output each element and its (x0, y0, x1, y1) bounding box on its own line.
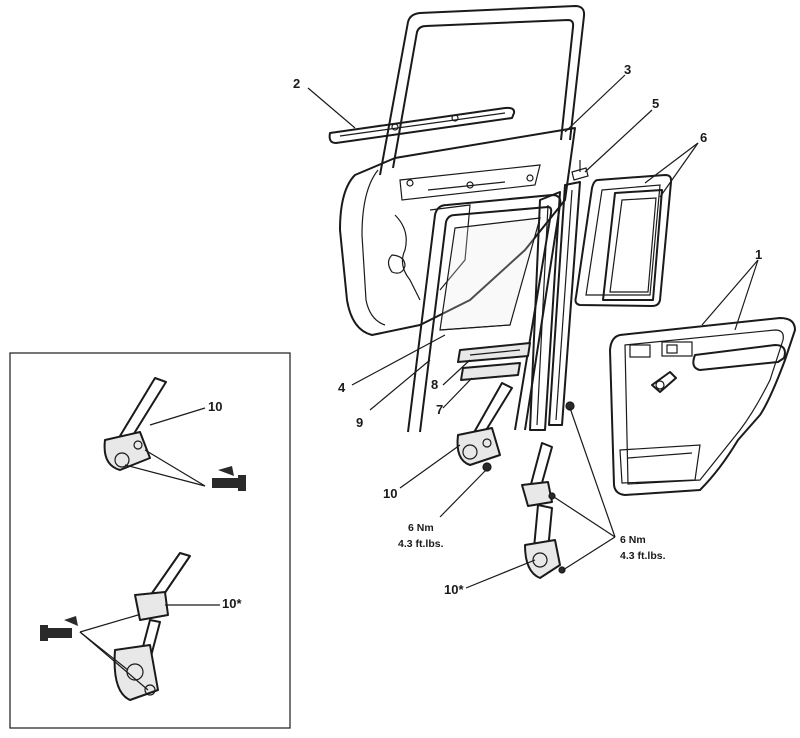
rear-glass-channel (529, 191, 561, 431)
callout-10-main: 10 (383, 486, 397, 501)
division-bar (548, 160, 589, 426)
socket-wrench-icon (40, 616, 78, 641)
callout-6: 6 (700, 130, 707, 145)
callout-2: 2 (293, 76, 300, 91)
torque-right-metric: 6 Nm (620, 534, 646, 546)
window-glass-run (407, 194, 562, 433)
manual-window-regulator (456, 382, 513, 472)
callout-5: 5 (652, 96, 659, 111)
callout-10-star-main: 10* (444, 582, 464, 597)
quarter-window-glass (574, 174, 673, 307)
callout-labels: 2 3 5 6 1 4 9 8 7 10 10* 10 10* 6 Nm 4.3… (208, 62, 762, 611)
callout-10-star-inset: 10* (222, 596, 242, 611)
door-shell (339, 5, 586, 336)
inset-box (9, 352, 291, 729)
callout-8: 8 (431, 377, 438, 392)
inset-manual-regulator (103, 377, 167, 471)
leader-lines (79, 74, 759, 691)
callout-9: 9 (356, 415, 363, 430)
callout-4: 4 (338, 380, 346, 395)
inset-power-regulator (113, 552, 191, 701)
callout-10-inset: 10 (208, 399, 222, 414)
torque-left-metric: 6 Nm (408, 522, 434, 534)
torque-right-imperial: 4.3 ft.lbs. (620, 550, 666, 562)
door-trim-panel (609, 317, 796, 496)
regulator-bracket (457, 342, 531, 381)
callout-1: 1 (755, 247, 762, 262)
callout-7: 7 (436, 402, 443, 417)
callout-3: 3 (624, 62, 631, 77)
power-window-regulator (521, 401, 575, 579)
torque-left-imperial: 4.3 ft.lbs. (398, 538, 444, 550)
socket-wrench-icon (212, 466, 246, 491)
belt-moulding-strip (328, 106, 516, 144)
